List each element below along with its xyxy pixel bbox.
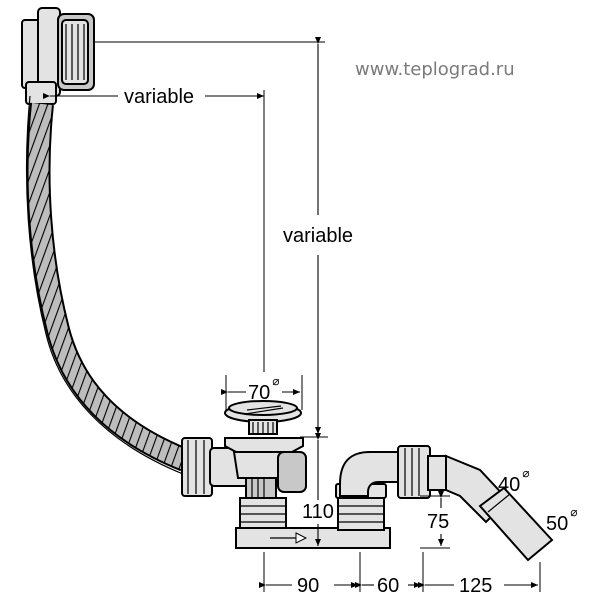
watermark-text: www.teplograd.ru xyxy=(355,59,515,80)
dia-50-symbol: ⌀ xyxy=(570,505,578,519)
flexible-hose xyxy=(25,95,190,475)
dim-110-label: 110 xyxy=(302,501,334,523)
dim-75-label: 75 xyxy=(427,511,449,533)
dim-70 xyxy=(221,375,303,410)
dia-40-label: 40 xyxy=(498,474,520,496)
dim-60-label: 60 xyxy=(377,575,399,597)
dia-70-symbol: ⌀ xyxy=(272,374,280,388)
overflow-head xyxy=(21,7,95,105)
dia-40-symbol: ⌀ xyxy=(522,466,530,480)
variable-vertical-label: variable xyxy=(283,225,353,247)
dia-70-label: 70 xyxy=(248,382,270,404)
dia-50-label: 50 xyxy=(546,513,568,535)
dim-90-label: 90 xyxy=(297,575,319,597)
variable-horizontal-label: variable xyxy=(124,86,194,108)
dim-variable-horizontal xyxy=(43,90,265,372)
dim-75 xyxy=(420,491,450,549)
dim-variable-vertical xyxy=(94,37,328,438)
outlet-elbow xyxy=(339,445,554,562)
drain-plug xyxy=(224,400,307,493)
trap-body xyxy=(235,483,391,549)
dim-bottom-chain xyxy=(259,552,541,592)
dim-125-label: 125 xyxy=(459,575,492,597)
